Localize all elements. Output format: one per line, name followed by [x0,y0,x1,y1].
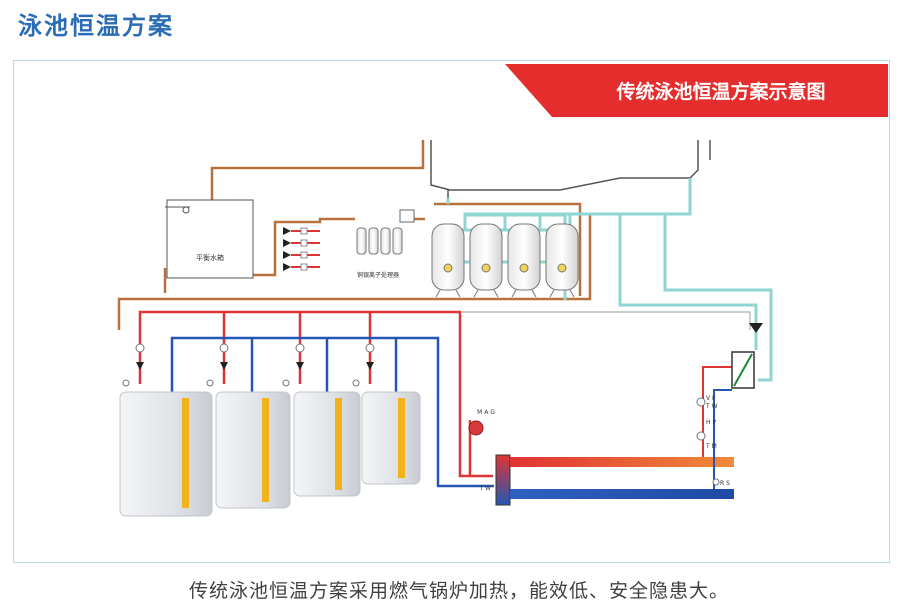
balance-tank: 平衡水箱 [165,199,254,279]
tw2-label: T W [705,403,718,410]
page-title: 泳池恒温方案 [18,12,174,40]
ion-label: 铜银离子处理器 [357,271,399,279]
boiler-3 [293,391,361,497]
hp-label: H P [706,419,716,426]
expansion-vessel: M A G [468,409,495,436]
pump-manifold [283,227,320,271]
diagram-caption: 传统泳池恒温方案采用燃气锅炉加热，能效低、安全隐患大。 [188,580,729,602]
tank-label: 平衡水箱 [196,253,224,262]
control-line [462,311,751,330]
buffer-tank: T W [478,454,511,506]
mag-label: M A G [477,409,495,416]
banner-text: 传统泳池恒温方案示意图 [615,80,825,103]
tm-label: T M [705,443,717,450]
boiler-2 [215,391,291,509]
rs-label: R S [720,480,730,487]
pool-pump [749,323,763,333]
boiler-cold-pipes [170,336,494,488]
boiler-valves [122,343,375,387]
pool-basin [430,140,711,198]
pool-heating-diagram: 传统泳池恒温方案示意图 平衡水箱 [117,64,888,517]
heat-exchanger-loop: V F T W H P T M R S [696,351,755,489]
diagram-title-banner: 传统泳池恒温方案示意图 [505,64,888,117]
filter-tanks [431,223,579,298]
boiler-1 [119,391,213,517]
boiler-4 [361,391,421,485]
tw-label: T W [478,485,491,492]
ion-processor: 铜银离子处理器 [356,209,415,279]
header-pipes [510,457,734,499]
gas-boilers [119,391,421,517]
vf-label: V F [706,395,716,402]
